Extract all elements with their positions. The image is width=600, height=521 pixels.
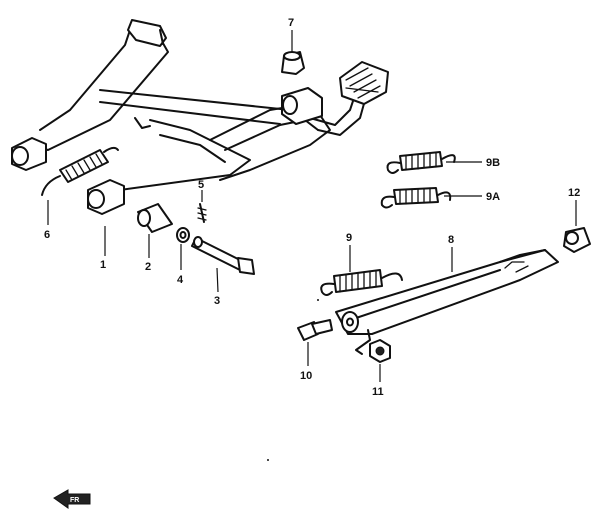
arrow-left-icon (53, 489, 91, 509)
callout-9: 9 (346, 232, 352, 244)
rubber-stop-7 (281, 51, 305, 75)
leader-lines (47, 30, 577, 382)
side-stand-8 (335, 249, 559, 355)
spring-9a (380, 187, 452, 209)
cotter-pin-5 (197, 203, 207, 223)
callout-1: 1 (100, 259, 106, 271)
stand-spring-6 (41, 146, 119, 196)
callout-11: 11 (372, 386, 384, 398)
front-arrow-label: FR (70, 497, 79, 504)
callout-9a: 9A (486, 191, 500, 203)
callout-10: 10 (300, 370, 312, 382)
callout-9b: 9B (486, 157, 500, 169)
speck (267, 459, 269, 461)
center-stand-frame (11, 19, 389, 215)
nut-11 (369, 339, 391, 363)
callout-2: 2 (145, 261, 151, 273)
front-arrow: FR (53, 489, 91, 509)
callout-8: 8 (448, 234, 454, 246)
callout-labels: 1 2 3 4 5 6 7 8 9 9A 9B 10 11 12 (44, 17, 580, 398)
spring-9 (320, 269, 403, 296)
callout-12: 12 (568, 187, 580, 199)
callout-5: 5 (198, 179, 204, 191)
bolt-10 (297, 319, 333, 341)
washer-4 (176, 227, 190, 243)
pivot-bolt-3 (191, 236, 255, 275)
speck (317, 299, 319, 301)
stopper-12 (563, 227, 591, 253)
spring-9b (386, 151, 456, 174)
callout-3: 3 (214, 295, 220, 307)
collar-2 (137, 203, 173, 233)
callout-4: 4 (177, 274, 184, 286)
callout-6: 6 (44, 229, 50, 241)
callout-7: 7 (288, 17, 294, 29)
